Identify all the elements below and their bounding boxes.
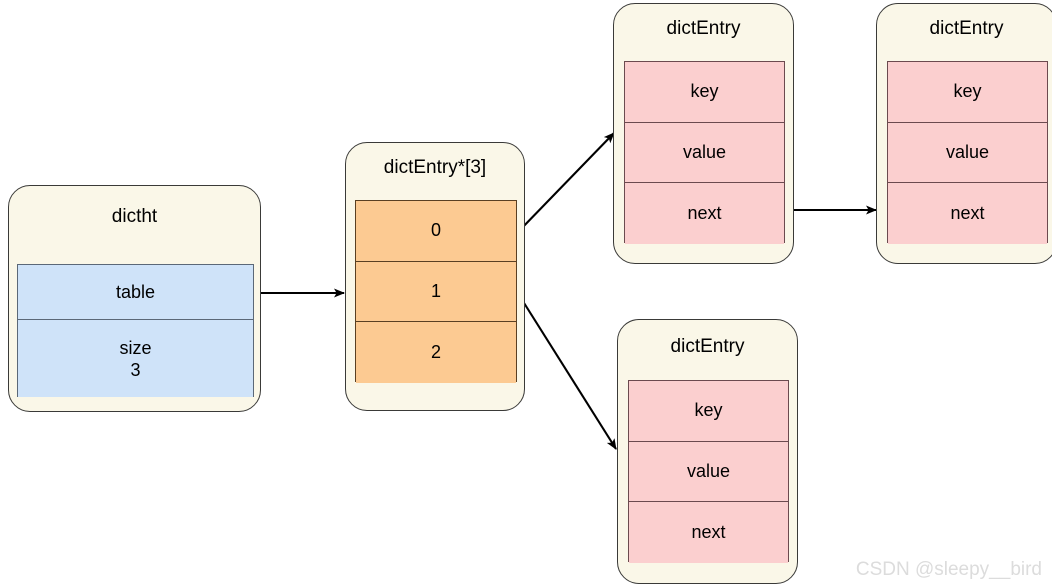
dictht-title: dictht	[111, 206, 158, 227]
entry-bucket0-a-field-key-label: key	[690, 81, 719, 102]
table-array-cell-0[interactable]: 0	[356, 201, 516, 262]
entry-bucket1-title: dictEntry	[670, 336, 745, 357]
dictht-field-size-value: 3	[130, 359, 141, 380]
entry-bucket0-b-field-key[interactable]: key	[888, 62, 1047, 123]
dictht-field-size[interactable]: size 3	[18, 320, 253, 397]
entry-bucket0-a-field-value-label: value	[682, 141, 727, 162]
entry-bucket0-b-field-value[interactable]: value	[888, 122, 1047, 184]
dictht-fields: table size 3	[17, 264, 254, 397]
dictht-field-size-label: size	[119, 337, 152, 358]
entry-bucket1-field-value-label: value	[686, 460, 731, 481]
watermark: CSDN @sleepy__bird	[855, 559, 1042, 580]
node-entry-bucket0-a[interactable]: dictEntry key value next	[613, 3, 794, 264]
entry-bucket0-a-field-value[interactable]: value	[625, 122, 784, 184]
edge-cell0-to-entry	[518, 132, 615, 232]
dictht-field-table[interactable]: table	[18, 265, 253, 320]
entry-bucket0-a-field-key[interactable]: key	[625, 62, 784, 123]
entry-bucket1-fields: key value next	[628, 380, 789, 563]
edge-cell1-to-entry	[518, 294, 617, 450]
node-dictht[interactable]: dictht table size 3	[8, 185, 261, 412]
dictht-field-table-label: table	[115, 281, 156, 302]
table-array-cell-2-label: 2	[430, 341, 441, 362]
entry-bucket0-a-fields: key value next	[624, 61, 785, 244]
table-array-title: dictEntry*[3]	[383, 157, 487, 178]
table-array-cell-2[interactable]: 2	[356, 322, 516, 383]
entry-bucket0-b-title: dictEntry	[929, 18, 1004, 39]
node-table-array[interactable]: dictEntry*[3] 0 1 2	[345, 142, 525, 411]
entry-bucket0-b-field-value-label: value	[945, 141, 990, 162]
entry-bucket1-field-next-label: next	[691, 521, 726, 542]
entry-bucket0-a-field-next-label: next	[687, 202, 722, 223]
entry-bucket1-field-key[interactable]: key	[629, 381, 788, 442]
entry-bucket0-b-field-next-label: next	[950, 202, 985, 223]
entry-bucket0-a-title: dictEntry	[666, 18, 741, 39]
entry-bucket0-b-field-next[interactable]: next	[888, 183, 1047, 244]
entry-bucket1-field-next[interactable]: next	[629, 502, 788, 563]
table-array-cell-1-label: 1	[430, 280, 441, 301]
table-array-cell-1[interactable]: 1	[356, 261, 516, 323]
entry-bucket1-field-value[interactable]: value	[629, 441, 788, 503]
entry-bucket0-b-fields: key value next	[887, 61, 1048, 244]
table-array-cells: 0 1 2	[355, 200, 517, 383]
entry-bucket1-field-key-label: key	[694, 400, 723, 421]
entry-bucket0-a-field-next[interactable]: next	[625, 183, 784, 244]
entry-bucket0-b-field-key-label: key	[953, 81, 982, 102]
table-array-cell-0-label: 0	[430, 220, 441, 241]
node-entry-bucket1[interactable]: dictEntry key value next	[617, 319, 798, 584]
node-entry-bucket0-b[interactable]: dictEntry key value next	[876, 3, 1052, 264]
